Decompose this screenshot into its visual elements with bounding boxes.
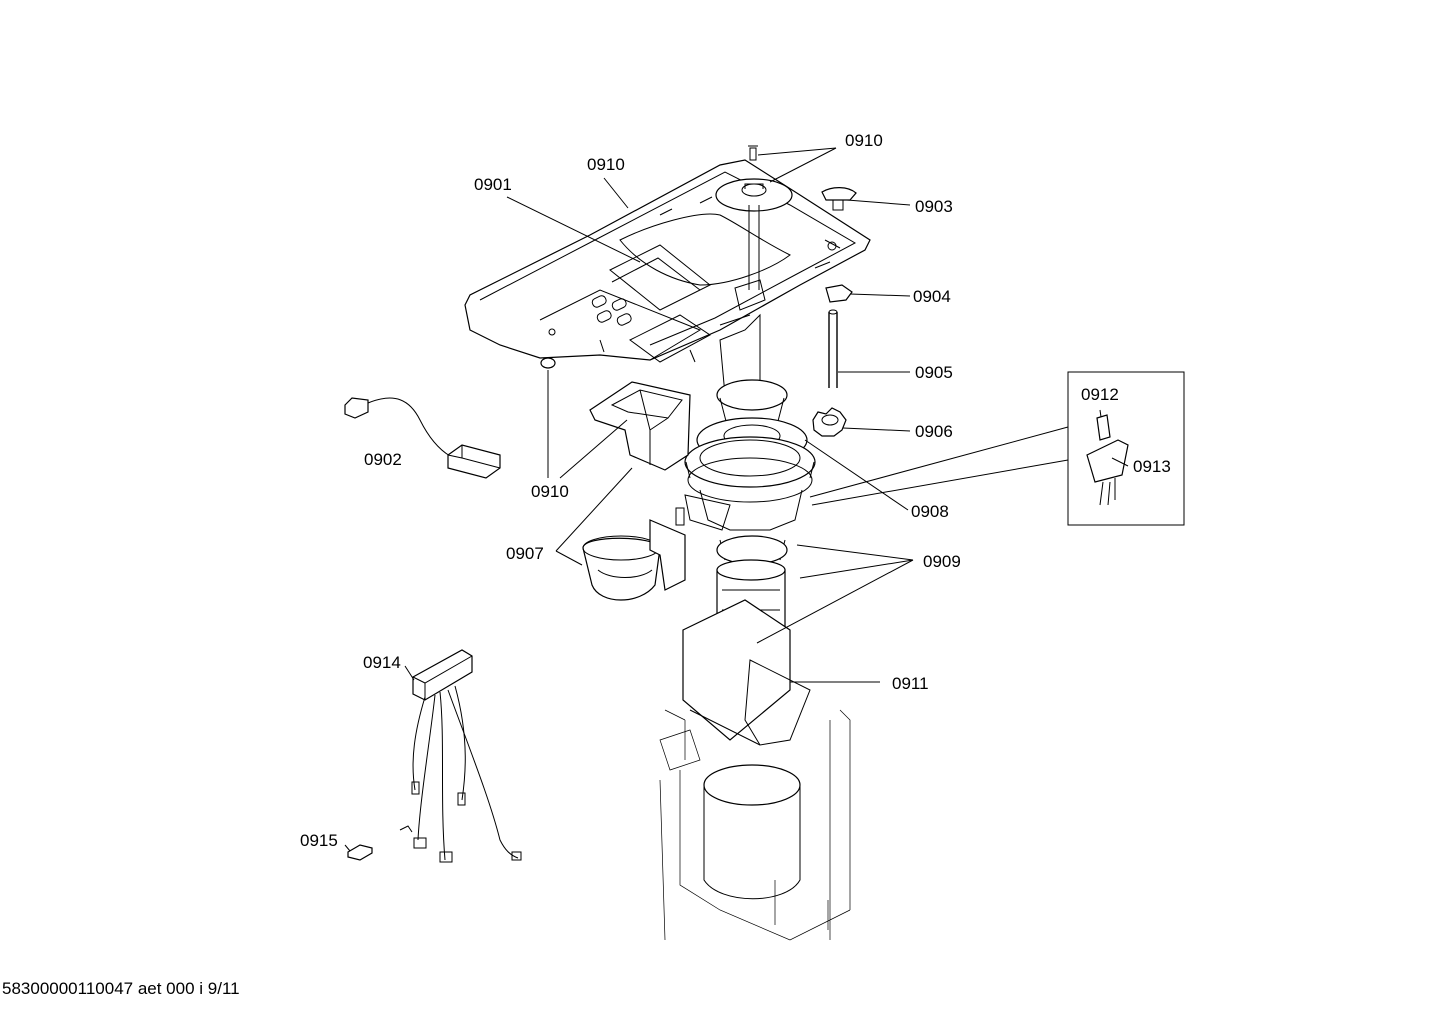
grinder-assembly-part [684, 379, 816, 565]
document-id-footer: 58300000110047 aet 000 i 9/11 [2, 979, 240, 998]
sensor-cable-part [344, 397, 501, 479]
label-0911: 0911 [892, 674, 929, 693]
wire-harness-part [399, 649, 522, 863]
label-0910-mid: 0910 [531, 482, 569, 501]
label-0915: 0915 [300, 831, 338, 850]
label-0906: 0906 [915, 422, 953, 441]
label-0901: 0901 [474, 175, 512, 194]
label-0904: 0904 [913, 287, 951, 306]
label-0907: 0907 [506, 544, 544, 563]
label-0910-top: 0910 [587, 155, 625, 174]
clip-pin-gear-part [812, 284, 853, 437]
part-labels: 0910 0910 0901 0903 0904 0905 0912 0906 … [300, 131, 1171, 850]
small-connector-part [347, 844, 373, 861]
cup-bracket-part [582, 494, 731, 601]
label-0905: 0905 [915, 363, 953, 382]
label-0909: 0909 [923, 552, 961, 571]
label-0910-top-right: 0910 [845, 131, 883, 150]
leader-lines [344, 147, 1129, 852]
label-0902: 0902 [364, 450, 402, 469]
top-tray-part [464, 145, 871, 396]
motor-shaft-part [682, 559, 811, 746]
knob-part [821, 187, 857, 211]
label-0912: 0912 [1081, 385, 1119, 404]
detail-inset-box [1067, 371, 1185, 526]
chute-part [540, 357, 691, 471]
label-0903: 0903 [915, 197, 953, 216]
label-0908: 0908 [911, 502, 949, 521]
label-0914: 0914 [363, 653, 401, 672]
housing-part [659, 709, 851, 941]
label-0913: 0913 [1133, 457, 1171, 476]
